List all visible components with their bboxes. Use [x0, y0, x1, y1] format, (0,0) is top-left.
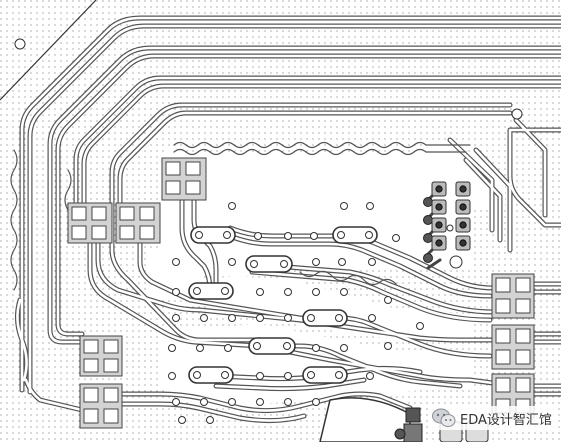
watermark: EDA设计智汇馆 [430, 406, 558, 430]
footprint-u7 [491, 324, 535, 370]
footprint-u3 [115, 202, 161, 244]
footprint-u2 [67, 202, 113, 244]
wechat-icon [432, 408, 456, 427]
board-outline [0, 0, 97, 101]
via-group [14, 38, 523, 424]
watermark-text: EDA设计智汇馆 [460, 412, 552, 428]
footprint-u1 [161, 157, 207, 201]
oval-pad-group [188, 226, 378, 384]
footprint-u5 [79, 383, 123, 429]
footprint-u6 [491, 273, 535, 319]
footprint-u4 [79, 335, 123, 377]
bga-fanout [423, 181, 471, 270]
